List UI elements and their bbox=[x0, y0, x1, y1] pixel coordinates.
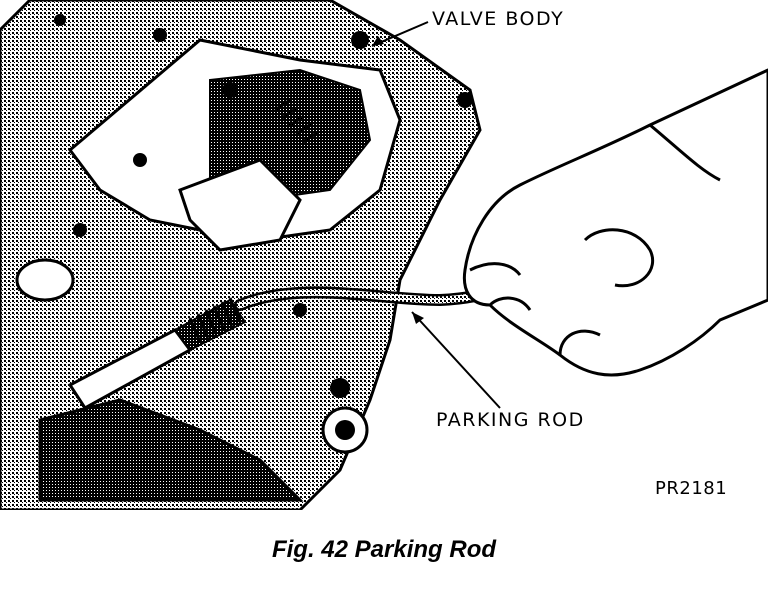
parking-rod-leader bbox=[411, 311, 501, 409]
lower-mechanism bbox=[38, 398, 304, 502]
bolt-heads bbox=[54, 14, 473, 398]
hand bbox=[462, 68, 768, 377]
parking-rod-label: PARKING ROD bbox=[436, 409, 585, 431]
figure-code: PR2181 bbox=[655, 478, 728, 499]
case-opening bbox=[15, 258, 75, 302]
parking-rod-illustration bbox=[0, 0, 768, 510]
parking-rod-spring bbox=[188, 297, 242, 343]
manual-lever bbox=[178, 158, 302, 252]
valve-spring bbox=[274, 98, 319, 144]
valve-body-label: VALVE BODY bbox=[432, 8, 565, 30]
figure-caption: Fig. 42 Parking Rod bbox=[271, 536, 497, 563]
